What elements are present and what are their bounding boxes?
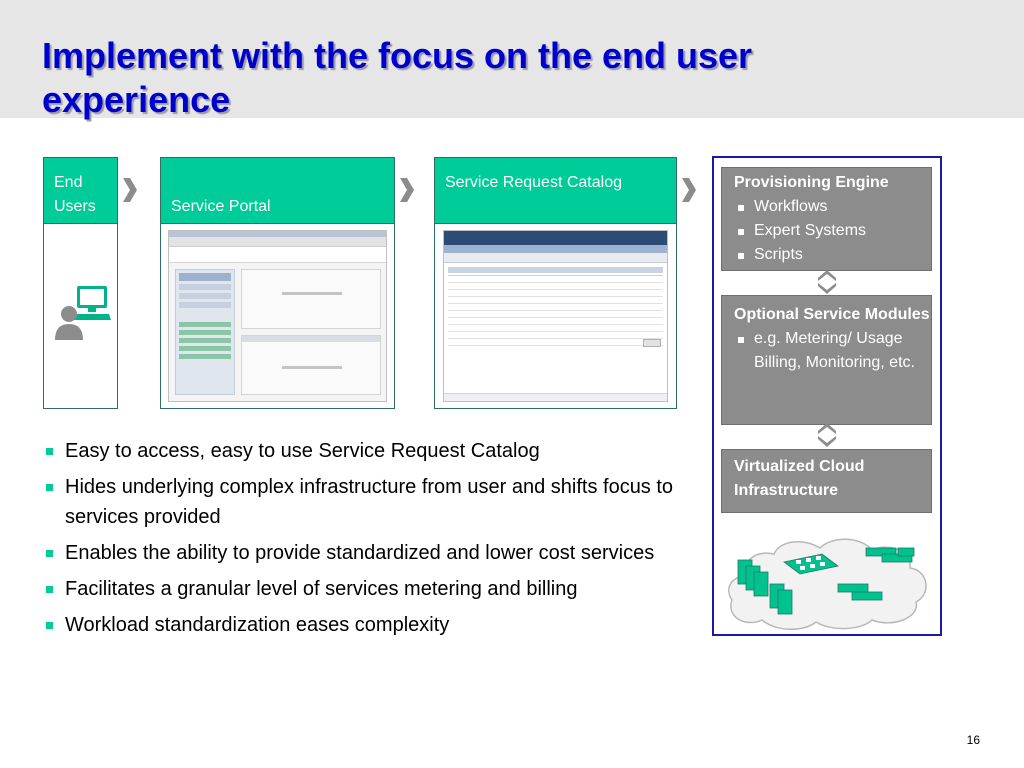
architecture-stack-panel: Provisioning Engine Workflows Expert Sys… — [712, 156, 942, 636]
list-item: e.g. Metering/ Usage Billing, Monitoring… — [734, 327, 931, 375]
bullet-item: Enables the ability to provide standardi… — [44, 538, 694, 568]
title-band — [0, 0, 1024, 118]
double-chevron-icon — [818, 423, 836, 447]
optional-service-modules-box: Optional Service Modules e.g. Metering/ … — [721, 295, 932, 425]
chevron-right-icon — [682, 178, 696, 202]
provisioning-engine-heading: Provisioning Engine — [734, 174, 889, 191]
optional-service-modules-heading: Optional Service Modules — [734, 306, 930, 323]
service-portal-column: Service Portal — [160, 157, 395, 409]
service-portal-header: Service Portal — [161, 158, 394, 224]
user-computer-icon — [55, 286, 111, 340]
server-icon — [737, 547, 915, 615]
end-users-header: End Users — [44, 158, 117, 224]
service-request-catalog-column: Service Request Catalog — [434, 157, 677, 409]
list-item: Expert Systems — [734, 219, 931, 243]
chevron-right-icon — [400, 178, 414, 202]
virtualized-cloud-infrastructure-box: Virtualized Cloud Infrastructure — [721, 449, 932, 513]
provisioning-engine-box: Provisioning Engine Workflows Expert Sys… — [721, 167, 932, 271]
bullet-item: Facilitates a granular level of services… — [44, 574, 694, 604]
service-catalog-screenshot — [443, 230, 668, 402]
virtualized-cloud-heading: Virtualized Cloud Infrastructure — [734, 458, 865, 499]
service-request-catalog-header: Service Request Catalog — [435, 158, 676, 224]
cloud-icon — [728, 538, 927, 630]
bullet-item: Hides underlying complex infrastructure … — [44, 472, 694, 532]
double-chevron-icon — [818, 270, 836, 294]
end-users-column: End Users — [43, 157, 118, 409]
chevron-right-icon — [123, 178, 137, 202]
service-portal-screenshot — [168, 230, 387, 402]
benefits-list: Easy to access, easy to use Service Requ… — [44, 436, 694, 646]
slide-title: Implement with the focus on the end user… — [42, 35, 753, 120]
bullet-item: Easy to access, easy to use Service Requ… — [44, 436, 694, 466]
list-item: Scripts — [734, 243, 931, 267]
list-item: Workflows — [734, 195, 931, 219]
page-number: 16 — [966, 733, 980, 747]
bullet-item: Workload standardization eases complexit… — [44, 610, 694, 640]
